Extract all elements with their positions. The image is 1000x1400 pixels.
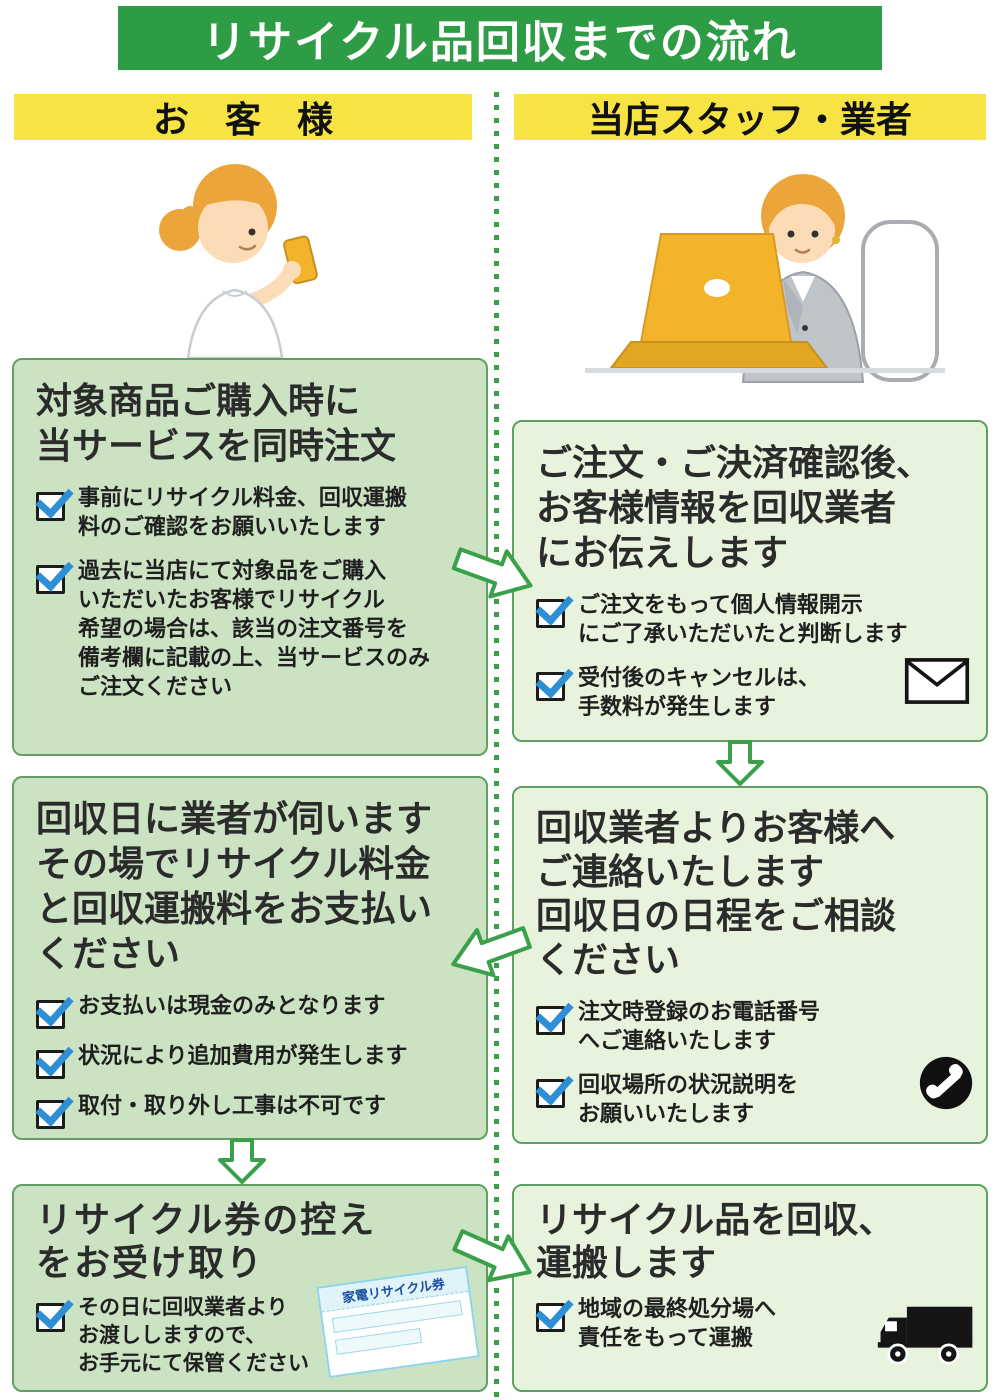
check-item-text: お支払いは現金のみとなります — [78, 993, 386, 1018]
woman-laptop-icon — [585, 174, 945, 383]
checked-checkbox-icon — [36, 1295, 68, 1333]
checked-checkbox-icon — [536, 1295, 568, 1333]
staff-at-laptop-illustration — [545, 130, 965, 423]
column-divider — [494, 92, 499, 1400]
check-item-text: 状況により追加費用が発生します — [78, 1043, 408, 1068]
check-item: 受付後のキャンセルは、 手数料が発生します — [536, 663, 964, 721]
staff-step-confirm-box: ご注文・ご決済確認後、 お客様情報を回収業者 にお伝えします ご注文をもって個人… — [512, 420, 988, 742]
customer-step-ticket-box: リサイクル券の控え をお受け取り その日に回収業者より お渡ししますので、 お手… — [12, 1184, 488, 1392]
flow-arrow-step1-right-icon — [442, 531, 544, 618]
check-item-text: 注文時登録のお電話番号 へご連絡いたします — [578, 998, 821, 1053]
customer-step-order-title: 対象商品ご購入時に 当サービスを同時注文 — [36, 380, 397, 466]
check-item-text: 回収場所の状況説明を お願いいたします — [578, 1071, 799, 1126]
staff-step-transport-box: リサイクル品を回収、 運搬します 地域の最終処分場へ 責任をもって運搬 — [512, 1184, 988, 1392]
staff-step-transport-title: リサイクル品を回収、 運搬します — [536, 1199, 895, 1284]
customer-with-phone-illustration — [130, 148, 350, 363]
checked-checkbox-icon — [36, 992, 68, 1029]
checked-checkbox-icon — [536, 664, 568, 702]
ticket-field-row — [334, 1328, 422, 1355]
check-item-text: 取付・取り外し工事は不可です — [78, 1093, 387, 1118]
phone-icon — [918, 1055, 974, 1116]
staff-step-contact-title: 回収業者よりお客様へ ご連絡いたします 回収日の日程をご相談 ください — [536, 807, 897, 980]
checked-checkbox-icon — [36, 557, 68, 595]
woman-smartphone-icon — [159, 164, 318, 360]
check-item-text: ご注文をもって個人情報開示 にご了承いただいたと判断します — [578, 592, 908, 647]
check-item: 状況により追加費用が発生します — [36, 1041, 464, 1079]
staff-step-confirm-title: ご注文・ご決済確認後、 お客様情報を回収業者 にお伝えします — [536, 442, 933, 573]
check-item-text: 事前にリサイクル料金、回収運搬 料のご確認をお願いいたします — [78, 485, 407, 540]
flow-arrow-down-left-column-icon — [216, 1136, 268, 1191]
check-item: 過去に当店にて対象品をご購入 いただいたお客様でリサイクル 希望の場合は、該当の… — [36, 556, 464, 701]
flow-arrow-step3-right-icon — [441, 1213, 544, 1304]
check-item: お支払いは現金のみとなります — [36, 991, 464, 1029]
staff-step-contact-box: 回収業者よりお客様へ ご連絡いたします 回収日の日程をご相談 ください 注文時登… — [512, 786, 988, 1144]
staff-column-header: 当店スタッフ・業者 — [514, 94, 986, 140]
check-item-text: 地域の最終処分場へ 責任をもって運搬 — [578, 1296, 777, 1351]
check-item: その日に回収業者より お渡ししますので、 お手元にて保管ください — [36, 1294, 464, 1377]
checked-checkbox-icon — [36, 1042, 68, 1079]
customer-step-payment-box: 回収日に業者が伺います その場でリサイクル料金 と回収運搬料をお支払い ください… — [12, 776, 488, 1140]
check-item-text: その日に回収業者より お渡ししますので、 お手元にて保管ください — [78, 1296, 309, 1375]
flow-arrow-down-right-column-icon — [714, 738, 766, 793]
checked-checkbox-icon — [536, 591, 568, 628]
customer-step-ticket-title: リサイクル券の控え をお受け取り — [36, 1199, 377, 1284]
customer-step-order-box: 対象商品ご購入時に 当サービスを同時注文 事前にリサイクル料金、回収運搬 料のご… — [12, 358, 488, 756]
customer-step-payment-title: 回収日に業者が伺います その場でリサイクル料金 と回収運搬料をお支払い ください — [36, 798, 433, 974]
check-item: 事前にリサイクル料金、回収運搬 料のご確認をお願いいたします — [36, 483, 464, 541]
check-item-text: 過去に当店にて対象品をご購入 いただいたお客様でリサイクル 希望の場合は、該当の… — [78, 558, 431, 700]
checked-checkbox-icon — [36, 1092, 68, 1129]
checked-checkbox-icon — [536, 1071, 568, 1108]
check-item: 地域の最終処分場へ 責任をもって運搬 — [536, 1294, 964, 1352]
truck-icon — [876, 1301, 976, 1372]
check-item: 注文時登録のお電話番号 へご連絡いたします — [536, 997, 964, 1055]
checked-checkbox-icon — [536, 998, 568, 1035]
check-item: 取付・取り外し工事は不可です — [36, 1091, 464, 1129]
envelope-icon — [904, 657, 970, 710]
flow-arrow-step2-left-icon — [438, 905, 540, 992]
check-item: 回収場所の状況説明を お願いいたします — [536, 1070, 964, 1128]
customer-column-header: お 客 様 — [14, 94, 472, 140]
check-item-text: 受付後のキャンセルは、 手数料が発生します — [578, 665, 821, 720]
checked-checkbox-icon — [36, 484, 68, 521]
page-title: リサイクル品回収までの流れ — [118, 6, 882, 70]
check-item: ご注文をもって個人情報開示 にご了承いただいたと判断します — [536, 590, 964, 648]
